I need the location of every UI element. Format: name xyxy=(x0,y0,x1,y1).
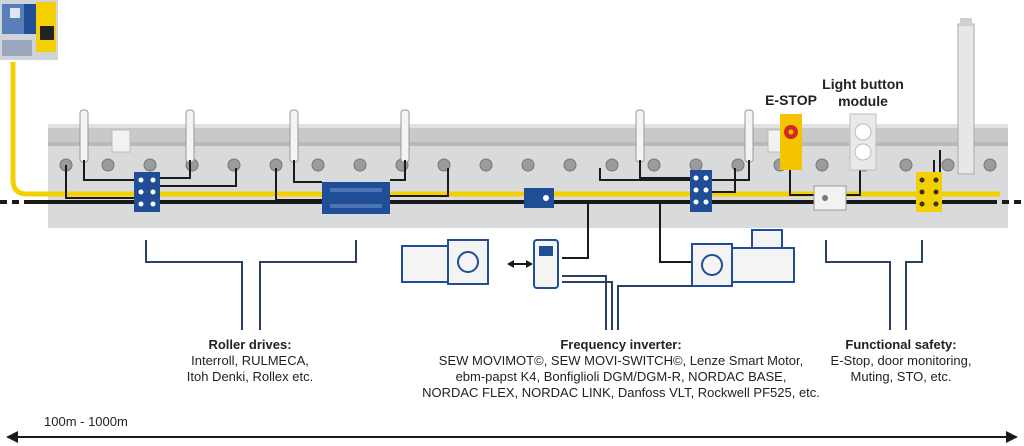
roller-bracket xyxy=(400,109,410,163)
functional-safety-title: Functional safety: xyxy=(845,337,957,352)
leader-lines xyxy=(145,240,923,330)
safety-module-icon xyxy=(916,172,942,212)
roller xyxy=(479,158,493,172)
gear-motor-icon xyxy=(691,229,795,287)
light-button-label-line-2: module xyxy=(838,93,888,109)
gear-motor-icon xyxy=(401,239,489,285)
estop-label: E-STOP xyxy=(765,92,817,108)
roller xyxy=(815,158,829,172)
roller xyxy=(311,158,325,172)
frequency-inverter-title: Frequency inverter: xyxy=(560,337,682,352)
roller xyxy=(605,158,619,172)
roller xyxy=(521,158,535,172)
roller xyxy=(353,158,367,172)
wiring xyxy=(65,150,941,263)
frequency-inverter-line-3: NORDAC FLEX, NORDAC LINK, Danfoss VLT, R… xyxy=(422,385,820,400)
roller xyxy=(899,158,913,172)
roller xyxy=(731,158,745,172)
roller-bracket xyxy=(79,109,89,163)
roller xyxy=(983,158,997,172)
functional-safety-line-2: Muting, STO, etc. xyxy=(850,369,952,384)
roller-bracket xyxy=(289,109,299,163)
io-module-icon xyxy=(134,172,160,212)
roller-drives-caption: Roller drives: Interroll, RULMECA, Itoh … xyxy=(160,337,340,385)
io-module-icon xyxy=(322,182,390,214)
estop-icon xyxy=(780,114,802,170)
functional-safety-caption: Functional safety: E-Stop, door monitori… xyxy=(808,337,994,385)
light-button-label: Light button module xyxy=(816,76,910,110)
roller-drives-line-2: Itoh Denki, Rollex etc. xyxy=(186,369,314,384)
roller xyxy=(101,158,115,172)
roller xyxy=(647,158,661,172)
roller xyxy=(227,158,241,172)
roller-bracket xyxy=(185,109,195,163)
roller-drives-line-1: Interroll, RULMECA, xyxy=(191,353,309,368)
safety-input-icon xyxy=(813,185,847,211)
io-module-icon xyxy=(690,170,712,212)
yellow-bus-cable xyxy=(10,62,1000,197)
distance-label: 100m - 1000m xyxy=(44,414,128,429)
roller-drives-title: Roller drives: xyxy=(208,337,292,352)
roller xyxy=(143,158,157,172)
roller xyxy=(941,158,955,172)
controller-icon xyxy=(0,0,58,60)
distance-arrow xyxy=(6,431,1018,443)
frequency-inverter-line-1: SEW MOVIMOT©, SEW MOVI-SWITCH©, Lenze Sm… xyxy=(438,353,804,368)
roller-bracket xyxy=(635,109,645,163)
frequency-inverter-icon xyxy=(524,188,554,208)
sensor-plate xyxy=(111,129,131,153)
frequency-inverter-icon xyxy=(533,239,559,289)
light-button-icon xyxy=(849,113,877,171)
stack-light-icon xyxy=(957,18,975,175)
functional-safety-line-1: E-Stop, door monitoring, xyxy=(830,353,972,368)
roller xyxy=(689,158,703,172)
frequency-inverter-caption: Frequency inverter: SEW MOVIMOT©, SEW MO… xyxy=(416,337,826,401)
light-button-label-line-1: Light button xyxy=(822,76,904,92)
roller-bracket xyxy=(744,109,754,163)
roller xyxy=(563,158,577,172)
frequency-inverter-line-2: ebm-papst K4, Bonfiglioli DGM/DGM-R, NOR… xyxy=(455,369,787,384)
